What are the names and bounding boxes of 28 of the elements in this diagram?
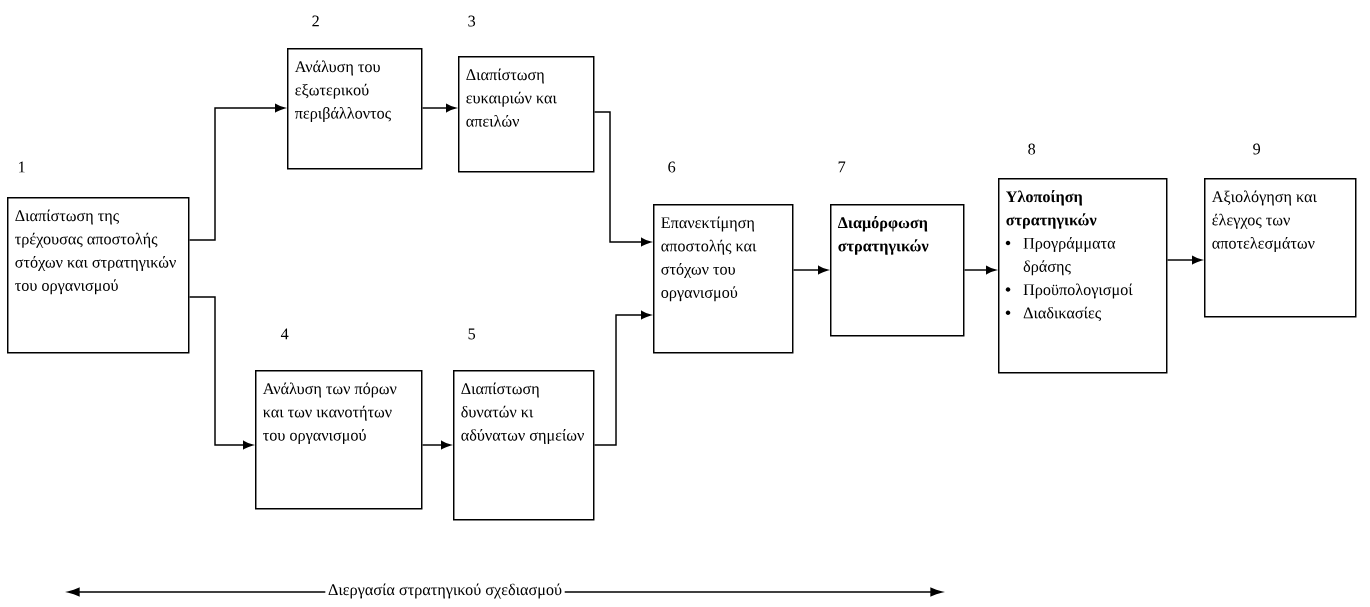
arrow [593,310,651,446]
arrow [963,265,996,275]
process-box: Διαπίστωση ευκαιριών και απειλών [458,56,595,173]
arrow [792,265,828,275]
process-box: Υλοποίηση στρατηγικών Προγράμματα δράσης Προϋπολογισμοί Διαδικασίες [998,178,1168,374]
step-number: 8 [1028,143,1036,155]
step-number: 7 [838,161,846,173]
process-box: Αξιολόγηση και έλεγχος των αποτελεσμάτων [1204,178,1357,318]
step-number: 6 [668,161,676,173]
process-box: Διαπίστωση της τρέχουσας αποστολής στόχων και στρατηγικών του οργανισμού [7,197,190,354]
step-number: 5 [468,328,476,340]
arrow [593,111,651,247]
process-box: Διαπίστωση δυνατών κι αδύνατων σημείων [453,370,595,521]
step-number: 2 [312,15,319,27]
arrow [1166,255,1202,265]
process-box: Ανάλυση του εξωτερικού περιβάλλοντος [287,48,423,170]
process-box: Ανάλυση των πόρων και των ικανοτήτων του οργανισμού [255,370,423,510]
arrow [421,103,456,113]
step-number: 4 [280,328,289,340]
process-box: Διαμόρφωση στρατηγικών [830,204,965,337]
span-label: Διεργασία στρατηγικού σχεδιασμού [325,580,565,602]
arrow [421,440,451,450]
step-number: 3 [468,15,476,27]
step-number: 9 [1253,143,1261,155]
process-box: Επανεκτίμηση αποστολής και στόχων του οργανισμού [653,204,794,354]
arrow [188,296,253,450]
step-number: 1 [19,161,25,173]
arrow [188,103,285,241]
